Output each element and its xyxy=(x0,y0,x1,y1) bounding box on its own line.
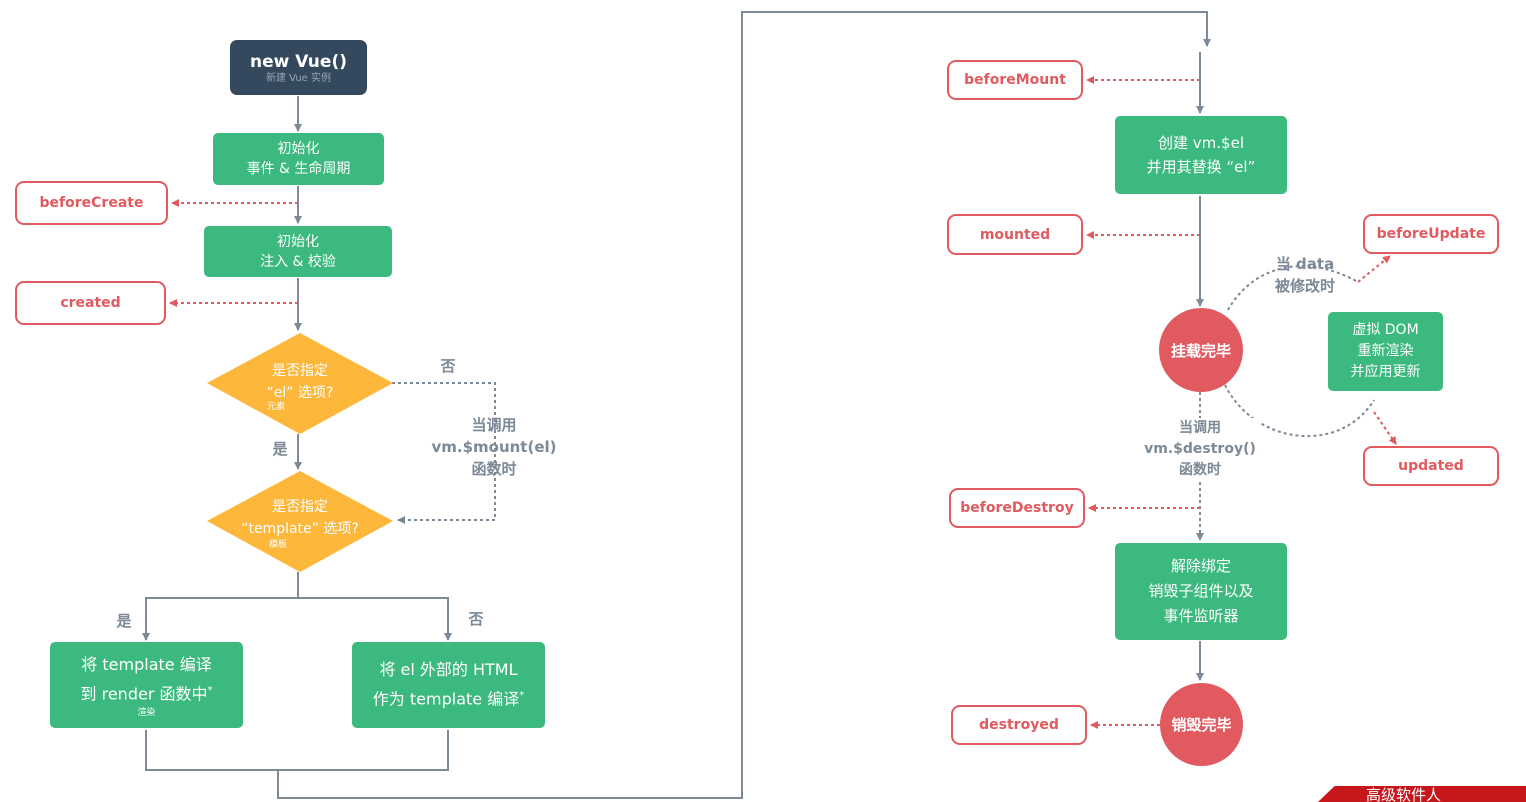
hook-before-mount: beforeMount xyxy=(947,60,1083,100)
corner-banner: 高级软件人 xyxy=(1318,786,1526,802)
hook-before-destroy: beforeDestroy xyxy=(949,488,1085,528)
compile-outer-line-1: 将 el 外部的 HTML xyxy=(379,660,518,680)
compile-outer-star: * xyxy=(519,690,525,702)
template-option-text: 是否指定 “template” 选项? xyxy=(207,496,393,540)
mounted-state-circle: 挂载完毕 xyxy=(1159,308,1243,392)
data-change-line-2: 被修改时 xyxy=(1274,277,1335,295)
data-change-line-1: 当 data xyxy=(1275,255,1335,273)
el-option-line-2: “el” 选项? xyxy=(266,385,334,401)
hook-before-update: beforeUpdate xyxy=(1363,214,1499,254)
label-data-change: 当 data 被修改时 xyxy=(1262,253,1348,297)
label-yes-el: 是 xyxy=(272,440,288,458)
compile-template-line-2: 到 render 函数中 xyxy=(80,684,208,704)
hook-updated: updated xyxy=(1363,446,1499,486)
compile-outer-html-node: 将 el 外部的 HTML 作为 template 编译* xyxy=(352,642,545,728)
destroy-call-line-3: 函数时 xyxy=(1179,462,1221,478)
teardown-node: 解除绑定 销毁子组件以及 事件监听器 xyxy=(1115,543,1287,640)
compile-template-star: * xyxy=(207,685,213,697)
template-option-note: 模板 xyxy=(268,540,287,550)
hook-mounted: mounted xyxy=(947,214,1083,255)
virtual-dom-line-2: 重新渲染 xyxy=(1357,343,1414,359)
create-el-line-2: 并用其替换 “el” xyxy=(1146,158,1256,176)
create-el-line-1: 创建 vm.$el xyxy=(1158,134,1244,152)
teardown-line-1: 解除绑定 xyxy=(1170,557,1231,575)
label-no-template: 否 xyxy=(468,610,484,628)
new-vue-subtitle: 新建 Vue 实例 xyxy=(265,72,331,84)
virtual-dom-line-3: 并应用更新 xyxy=(1350,364,1421,380)
init-inject-line-1: 初始化 xyxy=(277,233,319,250)
destroy-call-line-2: vm.$destroy() xyxy=(1144,441,1256,457)
template-option-line-1: 是否指定 xyxy=(272,499,328,515)
el-option-diamond xyxy=(207,333,393,434)
init-events-node: 初始化 事件 & 生命周期 xyxy=(213,133,384,185)
teardown-line-2: 销毁子组件以及 xyxy=(1148,582,1254,600)
create-el-node: 创建 vm.$el 并用其替换 “el” xyxy=(1115,116,1287,194)
virtual-dom-node: 虚拟 DOM 重新渲染 并应用更新 xyxy=(1328,312,1443,391)
virtual-dom-line-1: 虚拟 DOM xyxy=(1352,322,1419,338)
label-yes-template: 是 xyxy=(116,612,132,630)
compile-outer-line-2: 作为 template 编译 xyxy=(372,689,520,709)
label-mount-call: 当调用 vm.$mount(el) 函数时 xyxy=(430,414,558,480)
destroyed-state-circle: 销毁完毕 xyxy=(1160,683,1243,766)
compile-template-note: 渲染 xyxy=(137,707,156,718)
init-inject-node: 初始化 注入 & 校验 xyxy=(204,226,392,277)
new-vue-title: new Vue() xyxy=(250,51,347,72)
label-no-el: 否 xyxy=(440,357,456,375)
mount-call-line-3: 函数时 xyxy=(471,460,517,478)
el-option-text: 是否指定 “el” 选项? xyxy=(207,360,393,404)
hook-created: created xyxy=(15,281,166,325)
compile-template-node: 将 template 编译 到 render 函数中* 渲染 xyxy=(50,642,243,728)
el-option-note: 元素 xyxy=(266,402,285,412)
hook-before-create: beforeCreate xyxy=(15,181,168,225)
mount-call-line-1: 当调用 xyxy=(471,416,517,434)
destroy-call-line-1: 当调用 xyxy=(1179,420,1221,436)
teardown-line-3: 事件监听器 xyxy=(1163,607,1239,625)
label-destroy-call: 当调用 vm.$destroy() 函数时 xyxy=(1140,418,1260,481)
mount-call-line-2: vm.$mount(el) xyxy=(431,438,557,456)
init-events-line-2: 事件 & 生命周期 xyxy=(246,161,351,177)
template-option-line-2: “template” 选项? xyxy=(241,521,359,537)
init-events-line-1: 初始化 xyxy=(277,141,320,157)
hook-destroyed: destroyed xyxy=(951,705,1087,745)
init-inject-line-2: 注入 & 校验 xyxy=(260,253,336,270)
new-vue-node: new Vue() 新建 Vue 实例 xyxy=(230,40,367,95)
template-option-diamond xyxy=(207,471,393,572)
compile-template-line-1: 将 template 编译 xyxy=(81,655,212,675)
el-option-line-1: 是否指定 xyxy=(272,363,328,379)
